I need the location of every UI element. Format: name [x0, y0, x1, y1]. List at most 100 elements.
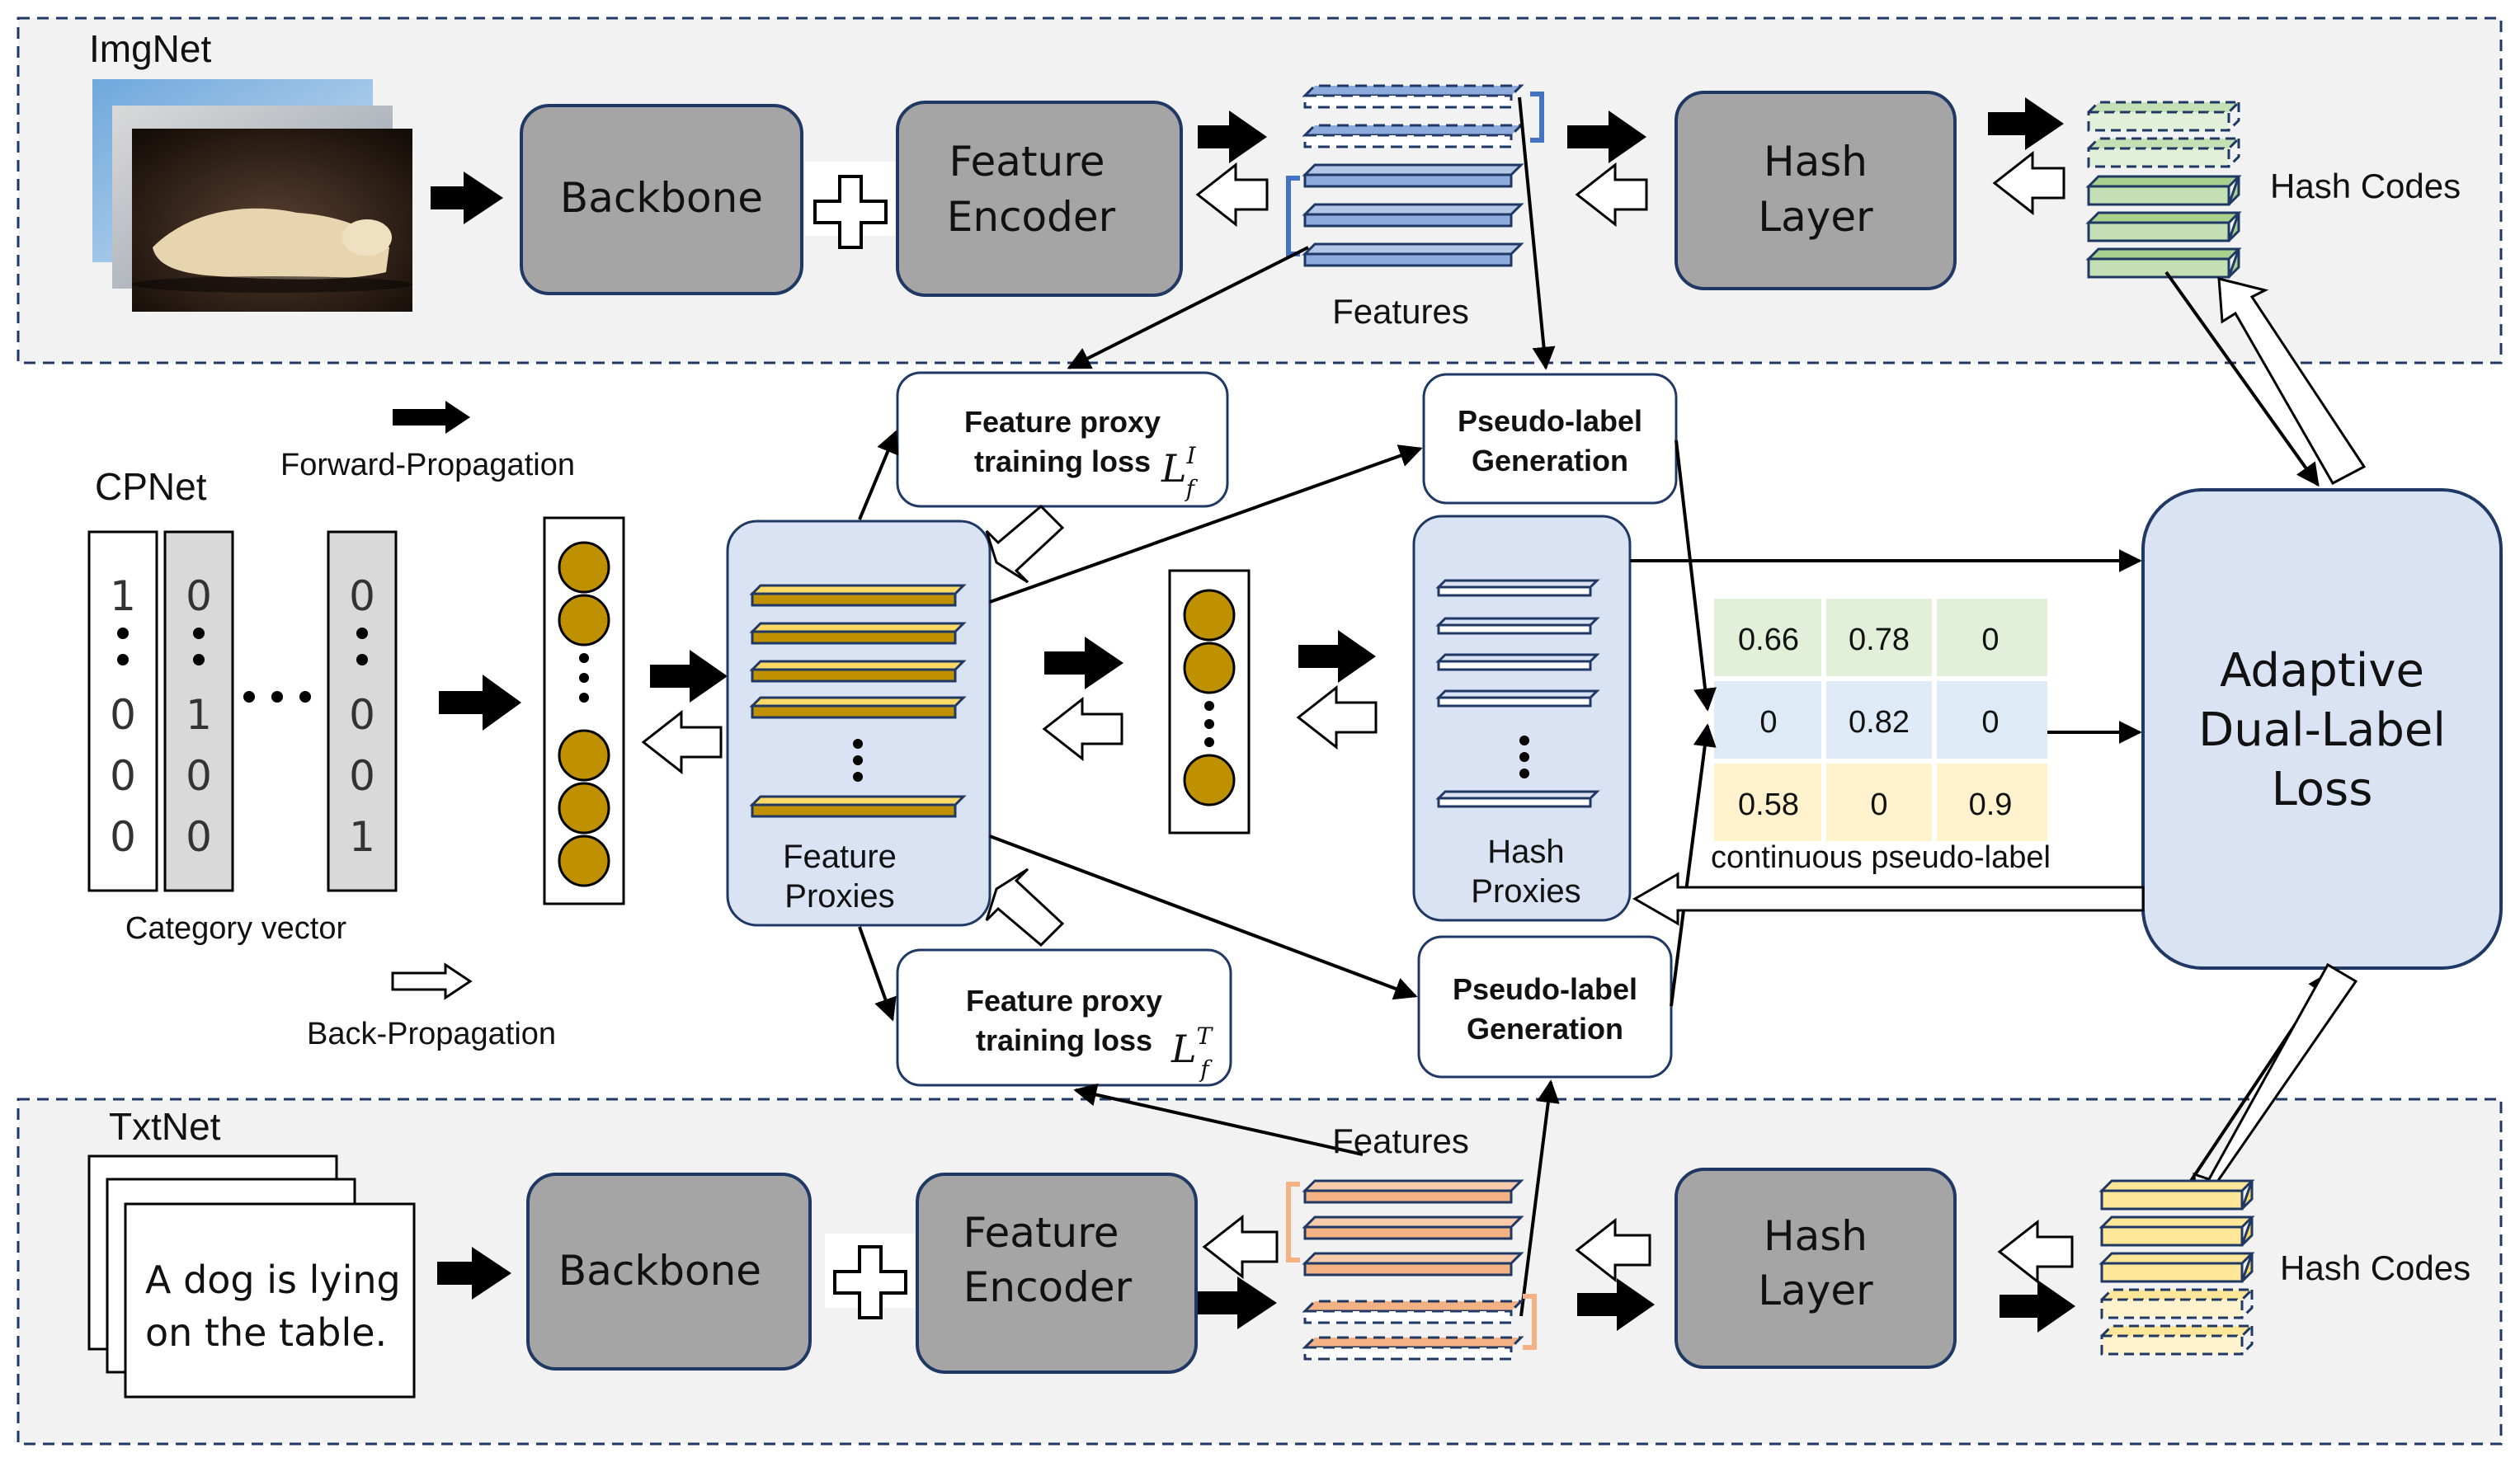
- hash-proxy-bars: [1435, 579, 1600, 808]
- img-backward-arrow-2: [1195, 162, 1269, 228]
- pseudo-label-caption: continuous pseudo-label: [1711, 840, 2051, 875]
- input-text-line1: A dog is lying: [145, 1258, 401, 1302]
- category-vector-label: Category vector: [125, 911, 347, 946]
- emb-backward-arrow: [641, 709, 723, 775]
- loss-to-img-hash-backprop: [2217, 277, 2367, 486]
- img-feature-encoder-box: [896, 101, 1183, 297]
- pseudo-label-top-line1: Pseudo-label: [1458, 404, 1642, 438]
- txt-feature-encoder-label-2: Encoder: [963, 1263, 1133, 1311]
- category-vectors: 1 0 0 0 0 1 0 0 0 0 0 1: [87, 530, 398, 892]
- adaptive-loss-label-3: Loss: [2272, 763, 2373, 816]
- cat-c3-v4: 1: [349, 813, 375, 861]
- img-forward-arrow-4: [1988, 97, 2064, 150]
- txt-backward-arrow-3: [1575, 1217, 1651, 1283]
- he-forward-arrow: [1298, 630, 1376, 683]
- img-backbone-box: [520, 104, 803, 295]
- matrix-r3c2: 0: [1870, 788, 1887, 822]
- feature-proxy-loss-bottom-line2: training loss: [976, 1023, 1152, 1057]
- cat-c3-v2: 0: [349, 691, 375, 739]
- img-forward-arrow-2: [1198, 110, 1267, 163]
- matrix-r2c1: 0: [1759, 705, 1777, 740]
- txt-hash-layer-box: [1675, 1168, 1957, 1369]
- pseudo-label-bottom-line1: Pseudo-label: [1453, 972, 1637, 1006]
- cat-c1-v3: 0: [110, 752, 136, 800]
- adaptive-loss-box: [2141, 488, 2503, 970]
- img-hash-layer-box: [1675, 91, 1957, 290]
- adaptive-loss-label-2: Dual-Label: [2198, 703, 2446, 757]
- fp-forward-arrow: [1044, 637, 1123, 689]
- img-forward-arrow-1: [431, 172, 503, 224]
- img-hash-codes-stack: [2085, 101, 2242, 279]
- backward-legend-label: Back-Propagation: [307, 1017, 556, 1051]
- txt-hash-codes-label: Hash Codes: [2280, 1248, 2471, 1287]
- txt-backward-arrow-4: [1997, 1219, 2074, 1285]
- category-column-2: [163, 530, 234, 892]
- txt-features-label: Features: [1332, 1121, 1469, 1160]
- img-hash-layer-label-2: Layer: [1758, 193, 1873, 241]
- imgnet-title: ImgNet: [89, 27, 211, 70]
- txt-forward-arrow-3: [1577, 1278, 1655, 1331]
- matrix-r1c2: 0.78: [1849, 623, 1910, 657]
- cat-c2-v3: 0: [186, 752, 212, 800]
- feature-proxies-label-1: Feature: [783, 839, 897, 875]
- txt-forward-arrow-1: [437, 1247, 511, 1300]
- matrix-r2c3: 0: [1981, 705, 1999, 740]
- matrix-r2c2: 0.82: [1849, 705, 1910, 740]
- hash-embedding-column: [1168, 569, 1251, 835]
- img-plus-icon: [805, 162, 896, 249]
- img-features-stack: [1286, 84, 1544, 267]
- img-hash-layer-label-1: Hash: [1764, 138, 1868, 186]
- cat-c1-v4: 0: [110, 813, 136, 861]
- label-embedding-column: [543, 516, 625, 905]
- img-forward-arrow-3: [1567, 110, 1646, 163]
- txt-hash-layer-label-2: Layer: [1758, 1267, 1873, 1314]
- he-backward-arrow: [1296, 684, 1378, 750]
- txt-forward-arrow-4: [2000, 1280, 2075, 1333]
- img-backward-arrow-4: [1992, 150, 2065, 216]
- input-text-line2: on the table.: [145, 1310, 387, 1355]
- txt-plus-icon: [825, 1234, 916, 1319]
- cpnet-title: CPNet: [95, 465, 207, 508]
- cat-c2-v1: 0: [186, 572, 212, 620]
- adaptive-loss-label-1: Adaptive: [2220, 644, 2424, 698]
- input-text-stack: [87, 1154, 416, 1399]
- img-features-label: Features: [1332, 292, 1469, 331]
- txt-feature-encoder-box: [916, 1173, 1198, 1374]
- feature-proxy-loss-bottom-box: [896, 948, 1232, 1087]
- hash-proxies-label-1: Hash: [1487, 834, 1564, 870]
- img-backbone-label: Backbone: [560, 174, 763, 222]
- cat-c1-v1: 1: [110, 572, 136, 620]
- loss-bottom-backprop-arrow: [985, 868, 1065, 947]
- loss-to-hash-proxies-backprop: [1632, 872, 2145, 926]
- txt-feature-encoder-label-1: Feature: [963, 1209, 1119, 1257]
- pseudo-label-matrix: 0.66 0.78 0 0 0.82 0 0.58 0 0.9: [1714, 599, 2047, 841]
- pseudo-label-top-line2: Generation: [1472, 444, 1628, 477]
- txt-hash-codes-stack: [2098, 1179, 2255, 1356]
- feature-proxy-bars: [749, 584, 967, 818]
- matrix-r3c3: 0.9: [1969, 788, 2013, 822]
- img-feature-encoder-label-2: Encoder: [947, 193, 1116, 241]
- txt-hash-layer-label-1: Hash: [1764, 1212, 1868, 1260]
- forward-legend-label: Forward-Propagation: [280, 448, 575, 482]
- pseudo-label-top-box: [1422, 373, 1678, 505]
- cat-c1-v2: 0: [110, 691, 136, 739]
- cat-c2-v2: 1: [186, 691, 212, 739]
- txt-backbone-label: Backbone: [558, 1247, 761, 1295]
- feature-proxies-label-2: Proxies: [784, 878, 894, 915]
- backward-legend-icon: [391, 962, 473, 1000]
- matrix-r1c1: 0.66: [1738, 623, 1799, 657]
- matrix-r3c1: 0.58: [1738, 788, 1799, 822]
- category-column-1: [87, 530, 158, 892]
- img-backward-arrow-3: [1575, 162, 1648, 228]
- emb-forward-arrow: [650, 650, 728, 703]
- txt-backward-arrow-2: [1202, 1214, 1279, 1280]
- cat-forward-arrow: [439, 675, 521, 731]
- pseudo-label-bottom-line2: Generation: [1467, 1012, 1623, 1046]
- forward-legend-icon: [393, 401, 470, 434]
- txt-forward-arrow-2: [1198, 1277, 1277, 1329]
- feature-proxy-loss-bottom-line1: Feature proxy: [966, 984, 1162, 1018]
- feature-proxy-loss-top-line2: training loss: [974, 444, 1151, 478]
